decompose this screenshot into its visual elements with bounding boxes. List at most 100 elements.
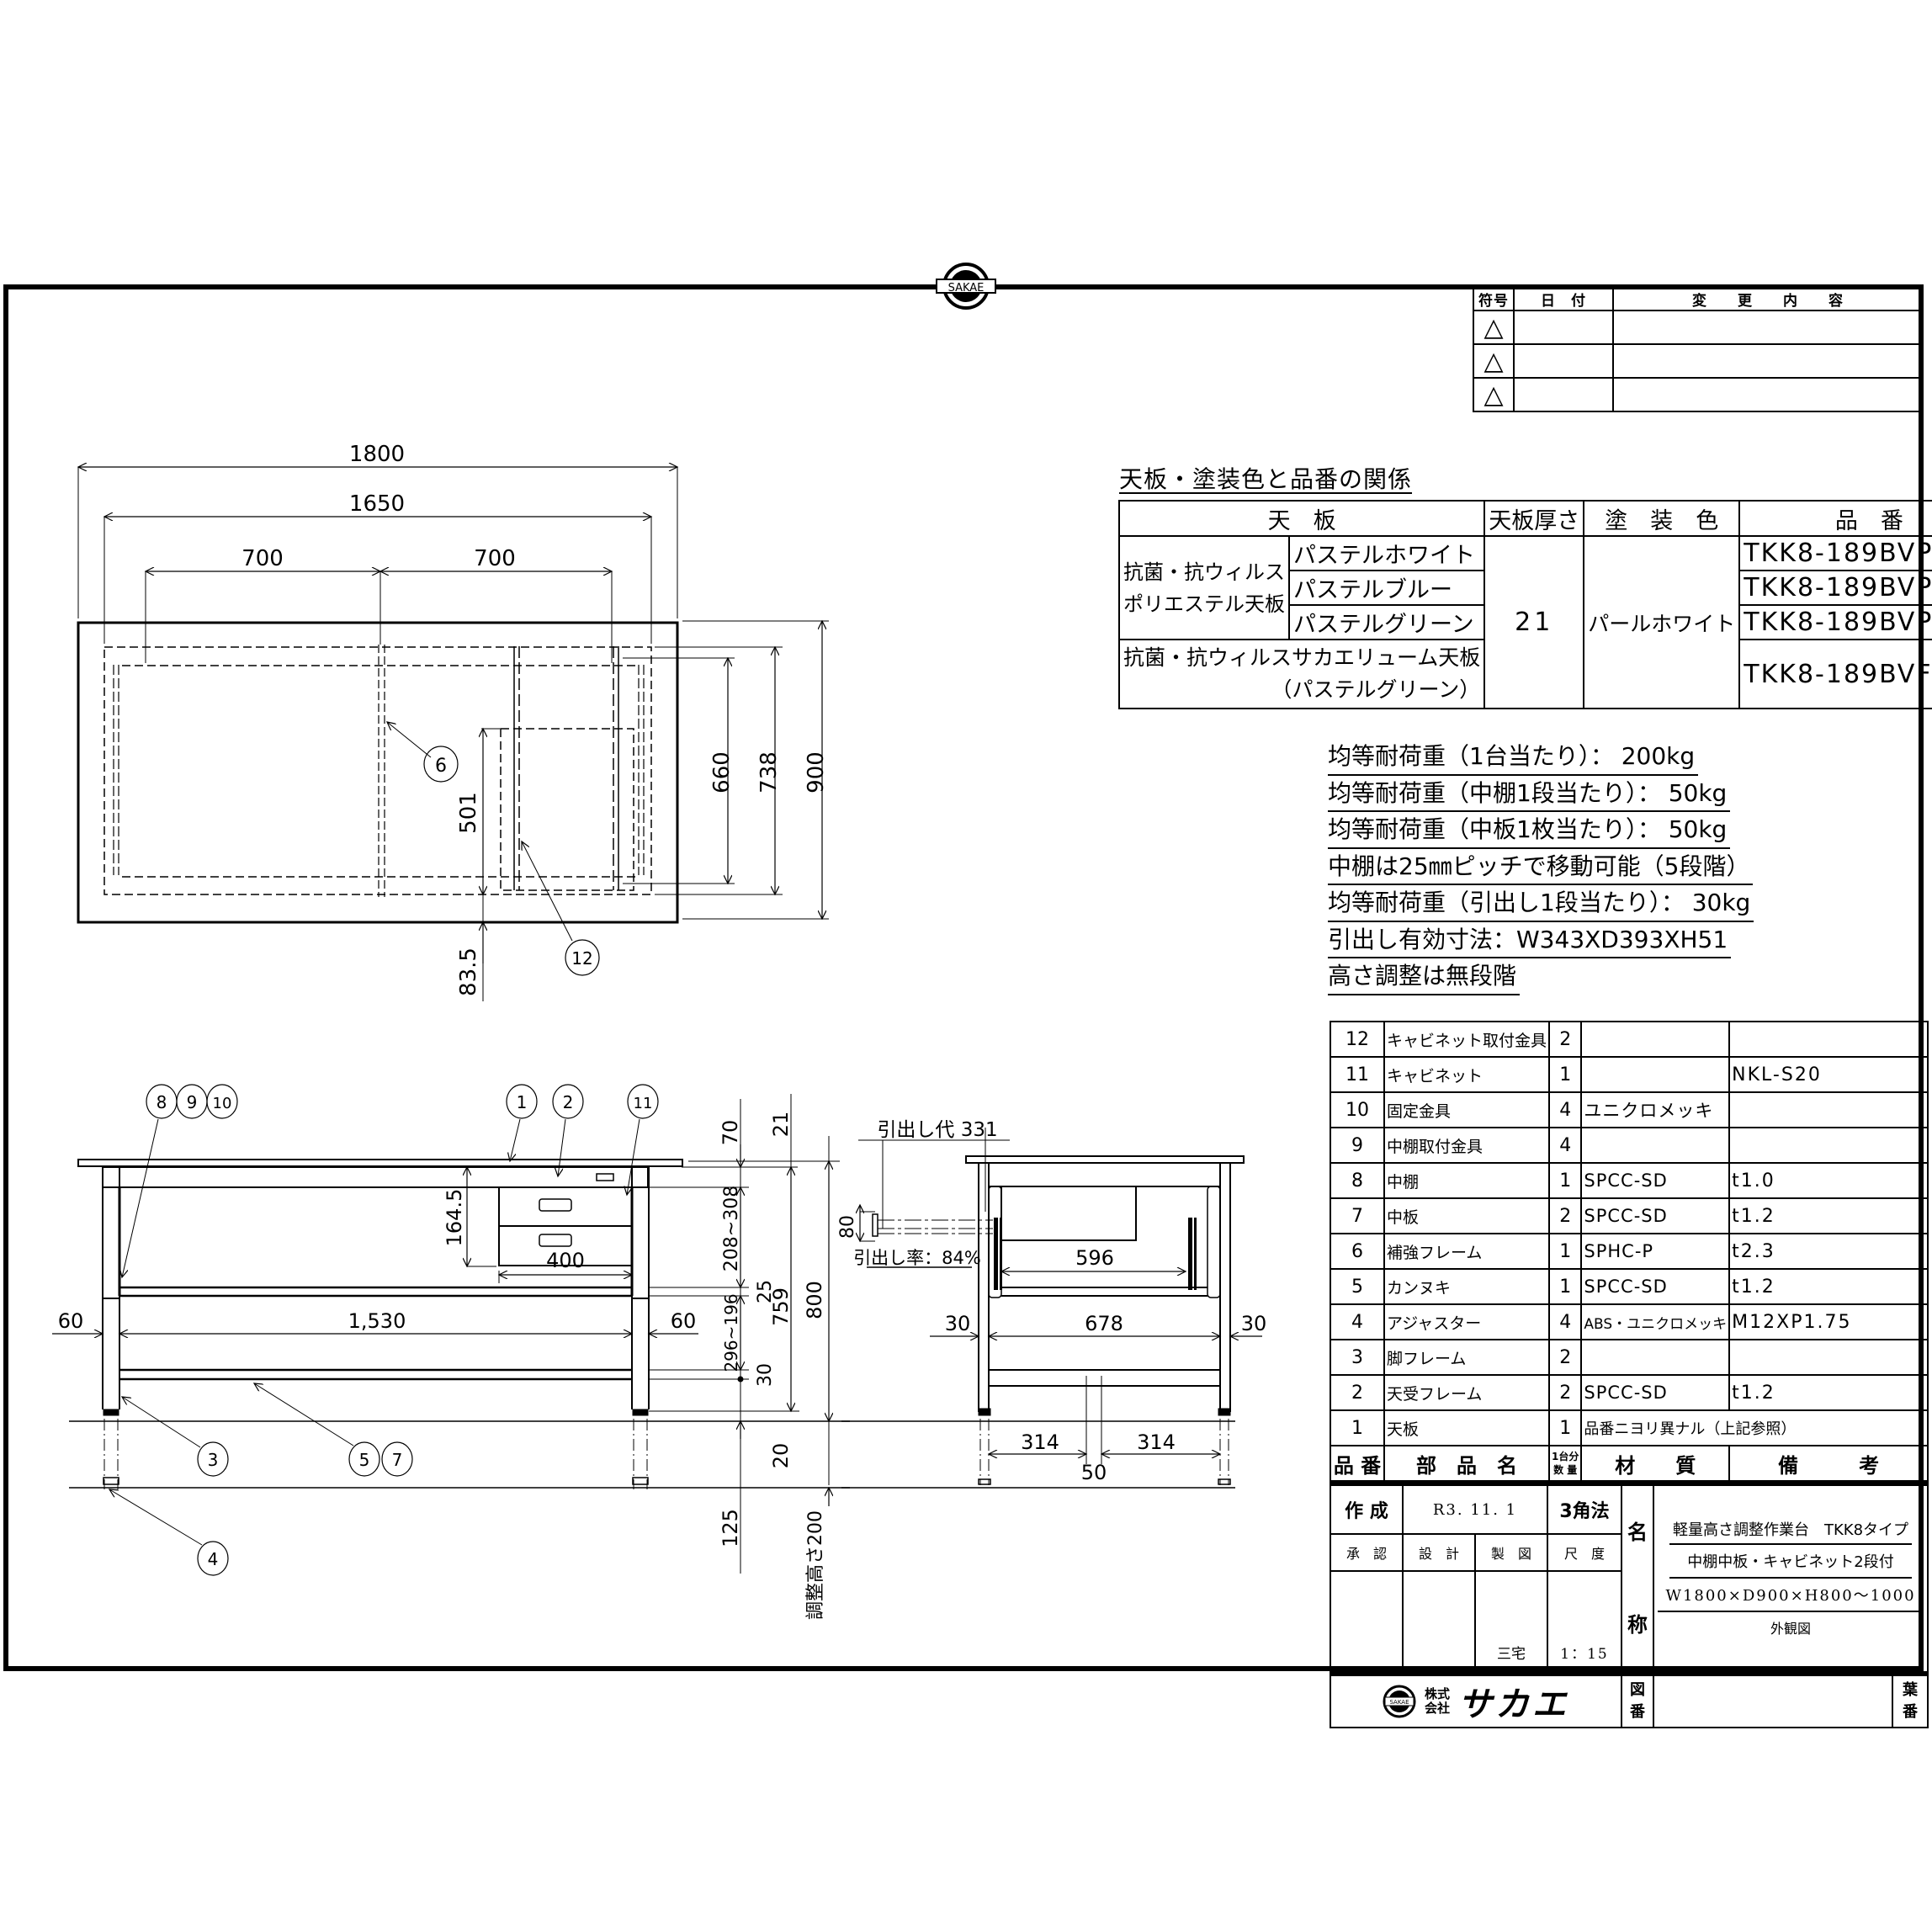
- header-material: 材 質: [1580, 1445, 1731, 1485]
- callout-6: 6: [435, 756, 447, 777]
- part-no: 5: [1330, 1268, 1385, 1305]
- rev-date: [1513, 377, 1614, 412]
- rev-content: [1612, 377, 1924, 412]
- created-label: 作 成: [1330, 1484, 1404, 1536]
- part-name: 天受フレーム: [1383, 1374, 1551, 1411]
- dim-50: 50: [1081, 1461, 1107, 1484]
- dim-30-right: 30: [1241, 1312, 1267, 1335]
- part-material: [1580, 1339, 1731, 1376]
- part-no: 8: [1330, 1162, 1385, 1199]
- color-pastel-white: パステルホワイト: [1287, 535, 1486, 571]
- dim-596: 596: [1075, 1246, 1114, 1270]
- rev-content: [1612, 310, 1924, 345]
- header-part-name: 部 品 名: [1383, 1445, 1551, 1485]
- title-line1: 軽量高さ調整作業台 TKK8タイプ: [1669, 1515, 1912, 1545]
- part-name: 中棚: [1383, 1162, 1551, 1199]
- part-qty: 1: [1548, 1056, 1583, 1093]
- part-name: 天板: [1383, 1409, 1551, 1446]
- color-row: 抗菌・抗ウィルスサカエリューム天板 （パステルグリーン） TKK8-189BVF…: [1117, 639, 1932, 709]
- part-name: カンヌキ: [1383, 1268, 1551, 1305]
- dim-208-308: 208~308: [721, 1186, 742, 1271]
- header-paint-color: 塗 装 色: [1583, 500, 1741, 537]
- part-remarks: M12XP1.75: [1728, 1303, 1929, 1340]
- part-no: 6: [1330, 1233, 1385, 1270]
- dim-adjust-200: 調整高さ200: [805, 1510, 826, 1620]
- revision-row: △: [1473, 377, 1924, 412]
- header-top-board: 天 板: [1117, 500, 1486, 537]
- logo-text: SAKAE: [1389, 1699, 1409, 1706]
- part-number: TKK8-189BVPBT2: [1738, 570, 1932, 606]
- drawing-no-label-1: 図: [1630, 1681, 1645, 1699]
- dim-125: 125: [719, 1509, 742, 1547]
- part-no: 7: [1330, 1197, 1385, 1234]
- part-number: TKK8-189BVPGT2: [1738, 604, 1932, 640]
- dim-30: 30: [755, 1363, 776, 1387]
- part-material: SPHC-P: [1580, 1233, 1731, 1270]
- approve-label: 承 認: [1330, 1533, 1404, 1572]
- header-part-no: 品 番: [1330, 1445, 1385, 1485]
- drawing-no-value: [1653, 1671, 1893, 1728]
- header-thickness: 天板厚さ: [1484, 500, 1585, 537]
- approve-cell: [1330, 1569, 1404, 1675]
- header-qty: 1台分数 量: [1548, 1445, 1583, 1485]
- scale-label: 尺 度: [1547, 1533, 1622, 1572]
- group1-label: 抗菌・抗ウィルス ポリエステル天板: [1118, 535, 1290, 640]
- part-name: アジャスター: [1383, 1303, 1551, 1340]
- parts-header-row: 品 番 部 品 名 1台分数 量 材 質 備 考: [1330, 1445, 1929, 1485]
- part-qty: 4: [1548, 1091, 1583, 1128]
- part-qty: 2: [1548, 1197, 1583, 1234]
- color-row: パステルブルー TKK8-189BVPBT2: [1119, 570, 1932, 606]
- dim-296-196: 296~196: [721, 1293, 741, 1372]
- note-height-adjust: 高さ調整は無段階: [1328, 958, 1521, 995]
- part-name: キャビネット取付金具: [1383, 1021, 1551, 1058]
- thickness-value: 21: [1484, 535, 1585, 709]
- name-label-1: 名: [1627, 1521, 1648, 1544]
- part-remarks: t2.3: [1728, 1233, 1929, 1270]
- dim-1530: 1,530: [348, 1309, 406, 1333]
- part-number: TKK8-189BVPWT2: [1738, 535, 1932, 571]
- color-pastel-blue: パステルブルー: [1287, 570, 1486, 606]
- header-remarks: 備 考: [1728, 1445, 1929, 1485]
- sheet-label: 葉 番: [1892, 1671, 1929, 1728]
- dim-501: 501: [456, 792, 481, 834]
- dim-314-left: 314: [1021, 1430, 1059, 1454]
- dim-60-right: 60: [671, 1309, 697, 1333]
- sheet-label-1: 葉: [1903, 1681, 1918, 1699]
- dim-738: 738: [756, 751, 782, 794]
- revision-table: 符号 日 付 変 更 内 容 △ △ △: [1473, 286, 1924, 412]
- projection-method: 3角法: [1547, 1484, 1622, 1536]
- note-drawer-size: 引出し有効寸法：W343XD393XH51: [1328, 922, 1732, 958]
- dim-70: 70: [719, 1120, 742, 1146]
- dim-800: 800: [803, 1281, 826, 1319]
- scale-value: 1：15: [1547, 1569, 1622, 1675]
- part-name: 脚フレーム: [1383, 1339, 1551, 1376]
- note-load-board: 均等耐荷重（中板1枚当たり）： 50kg: [1328, 812, 1731, 849]
- part-remarks: t1.2: [1728, 1268, 1929, 1305]
- part-name: キャビネット: [1383, 1056, 1551, 1093]
- callout-12: 12: [571, 948, 592, 969]
- part-remarks: NKL-S20: [1728, 1056, 1929, 1093]
- front-view: [52, 1084, 850, 1576]
- triangle-icon: △: [1473, 310, 1515, 345]
- part-remarks: t1.2: [1728, 1374, 1929, 1411]
- color-table-title: 天板・塗装色と品番の関係: [1119, 465, 1413, 493]
- dim-30-left: 30: [945, 1312, 971, 1335]
- rev-date: [1513, 343, 1614, 379]
- dim-60-left: 60: [58, 1309, 84, 1333]
- rev-header-content: 変 更 内 容: [1612, 286, 1924, 311]
- note-shelf-pitch: 中棚は25㎜ピッチで移動可能（5段階）: [1328, 849, 1754, 885]
- dim-21: 21: [769, 1112, 793, 1138]
- part-material: [1580, 1021, 1731, 1058]
- drawer-ratio: 引出し率：84%: [853, 1248, 981, 1268]
- revision-row: △: [1473, 310, 1924, 345]
- front-view-labels: 8 9 10 1 2 11 3 5 7 4 164.5 400 1,530 60…: [58, 1092, 826, 1620]
